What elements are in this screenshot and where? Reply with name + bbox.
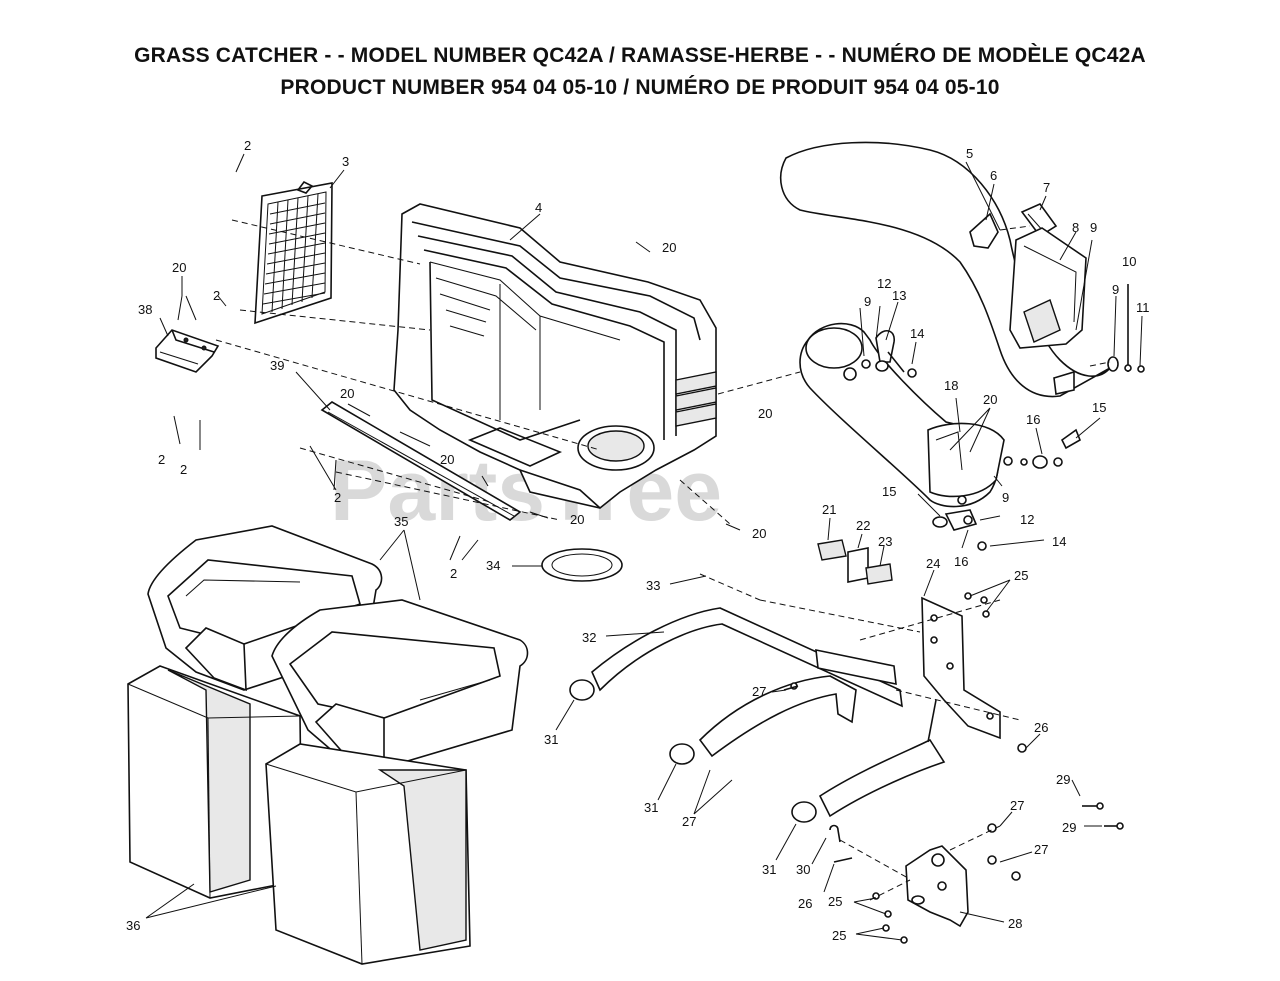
label-part-20: 20 <box>340 386 354 401</box>
label-part-31: 31 <box>762 862 776 877</box>
label-part-11: 11 <box>1136 300 1150 315</box>
label-part-24: 24 <box>926 556 940 571</box>
label-part-12: 12 <box>1020 512 1034 527</box>
label-part-33: 33 <box>646 578 660 593</box>
label-part-3: 3 <box>342 154 349 169</box>
label-part-30: 30 <box>796 862 810 877</box>
label-part-28: 28 <box>1008 916 1022 931</box>
label-part-14: 14 <box>910 326 924 341</box>
label-part-20: 20 <box>758 406 772 421</box>
label-part-26: 26 <box>1034 720 1048 735</box>
assembly-lines <box>215 219 1111 901</box>
part-plate-24 <box>921 596 1001 740</box>
part-housing <box>393 203 717 509</box>
label-part-25: 25 <box>832 928 846 943</box>
label-part-9: 9 <box>1002 490 1009 505</box>
label-part-34: 34 <box>486 558 500 573</box>
label-part-20: 20 <box>752 526 766 541</box>
title-block: GRASS CATCHER - - MODEL NUMBER QC42A / R… <box>0 40 1280 104</box>
label-part-27: 27 <box>752 684 766 699</box>
label-part-7: 7 <box>1043 180 1050 195</box>
part-bracket-38 <box>155 329 220 373</box>
label-part-8: 8 <box>1072 220 1079 235</box>
diagram-title: GRASS CATCHER - - MODEL NUMBER QC42A / R… <box>134 44 1146 67</box>
label-part-13: 13 <box>892 288 906 303</box>
label-part-25: 25 <box>1014 568 1028 583</box>
label-part-16: 16 <box>1026 412 1040 427</box>
part-ring-34 <box>541 548 623 582</box>
part-chute-18 <box>799 322 1005 508</box>
label-part-25: 25 <box>828 894 842 909</box>
part-hardware-12-14 <box>843 330 1082 551</box>
label-part-14: 14 <box>1052 534 1066 549</box>
part-bag-frame-35 <box>147 525 529 770</box>
label-part-22: 22 <box>856 518 870 533</box>
label-part-20: 20 <box>172 260 186 275</box>
label-part-27: 27 <box>1034 842 1048 857</box>
label-part-20: 20 <box>662 240 676 255</box>
label-part-5: 5 <box>966 146 973 161</box>
label-part-2: 2 <box>450 566 457 581</box>
part-springs-21-23 <box>817 539 893 585</box>
label-part-9: 9 <box>1112 282 1119 297</box>
label-part-36: 36 <box>126 918 140 933</box>
label-part-26: 26 <box>798 896 812 911</box>
label-part-20: 20 <box>440 452 454 467</box>
part-adapter-8 <box>1009 227 1087 395</box>
label-part-15: 15 <box>1092 400 1106 415</box>
label-part-6: 6 <box>990 168 997 183</box>
label-part-16: 16 <box>954 554 968 569</box>
leader-lines <box>145 153 1143 941</box>
label-part-15: 15 <box>882 484 896 499</box>
label-part-20: 20 <box>983 392 997 407</box>
part-bags-36 <box>127 665 471 965</box>
label-part-2: 2 <box>158 452 165 467</box>
label-part-2: 2 <box>334 490 341 505</box>
label-part-31: 31 <box>644 800 658 815</box>
part-frame-32 <box>569 607 946 823</box>
label-part-9: 9 <box>864 294 871 309</box>
label-part-2: 2 <box>244 138 251 153</box>
label-part-31: 31 <box>544 732 558 747</box>
part-strip-39 <box>320 401 522 521</box>
label-part-10: 10 <box>1122 254 1136 269</box>
label-part-27: 27 <box>1010 798 1024 813</box>
part-labels: 2 3 4 5 6 7 8 9 10 9 11 20 2 38 20 12 9 … <box>126 138 1150 943</box>
label-part-23: 23 <box>878 534 892 549</box>
label-part-27: 27 <box>682 814 696 829</box>
label-part-4: 4 <box>535 200 542 215</box>
label-part-2: 2 <box>213 288 220 303</box>
label-part-9: 9 <box>1090 220 1097 235</box>
label-part-32: 32 <box>582 630 596 645</box>
part-hardware-right <box>1107 284 1145 373</box>
label-part-35: 35 <box>394 514 408 529</box>
label-part-2: 2 <box>180 462 187 477</box>
label-part-20: 20 <box>570 512 584 527</box>
label-part-38: 38 <box>138 302 152 317</box>
label-part-18: 18 <box>944 378 958 393</box>
part-bracket-28 <box>829 824 969 928</box>
label-part-29: 29 <box>1062 820 1076 835</box>
label-part-21: 21 <box>822 502 836 517</box>
diagram-subtitle: PRODUCT NUMBER 954 04 05-10 / NUMÉRO DE … <box>280 76 1000 99</box>
label-part-39: 39 <box>270 358 284 373</box>
label-part-29: 29 <box>1056 772 1070 787</box>
label-part-12: 12 <box>877 276 891 291</box>
part-screen <box>254 180 333 325</box>
